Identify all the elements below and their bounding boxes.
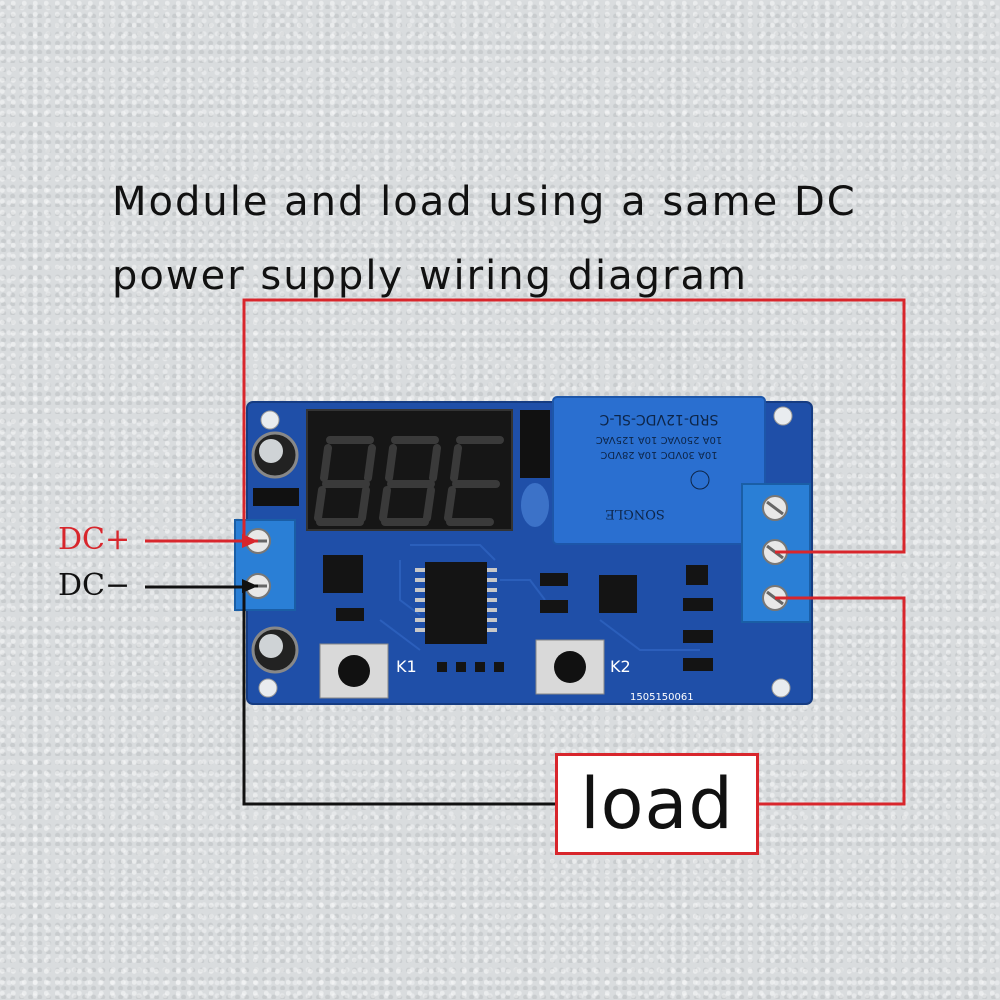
optocoupler-chip: [599, 575, 637, 613]
serial-number: 1505150061: [630, 692, 694, 703]
capacitor: [251, 431, 299, 479]
ceramic-capacitor: [521, 483, 549, 527]
ic-chip: [415, 562, 497, 644]
relay-brand-text: SONGLE: [605, 506, 664, 521]
button-k2-label: K2: [610, 657, 631, 676]
arrow-icon: [242, 534, 258, 548]
relay-rating-text: 10A 250VAC 10A 125VAC: [596, 434, 723, 445]
title-line-1: Module and load using a same DC: [112, 179, 857, 225]
mount-hole: [258, 678, 278, 698]
wires: [145, 298, 906, 806]
diode: [253, 488, 299, 506]
wire-relay-no-to-load: [759, 596, 906, 806]
dc-plus-label: DC+: [58, 522, 131, 557]
mount-hole: [771, 678, 791, 698]
cert-mark-icon: [690, 470, 710, 490]
relay-module-board: SRD-12VDC-SL-C 10A 250VAC 10A 125VAC 10A…: [234, 396, 813, 705]
arrow-icon: [242, 579, 258, 593]
relay-rating-text: 10A 30VDC 10A 28VDC: [600, 449, 717, 460]
transistor: [520, 410, 550, 478]
load-box: load: [555, 753, 759, 855]
capacitor: [251, 626, 299, 674]
pcb-traces: [379, 544, 700, 651]
title-line-2: power supply wiring diagram: [112, 253, 748, 299]
dc-minus-label: DC−: [58, 568, 131, 603]
relay: SRD-12VDC-SL-C 10A 250VAC 10A 125VAC 10A…: [552, 396, 766, 545]
relay-model-text: SRD-12VDC-SL-C: [599, 411, 718, 427]
seven-segment-display: [306, 409, 513, 531]
diagram-title: Module and load using a same DC power su…: [112, 165, 942, 313]
load-label: load: [580, 763, 734, 845]
mount-hole: [773, 406, 793, 426]
smd-components: [336, 565, 713, 671]
jumper-pads: [437, 662, 504, 672]
button-k2: [535, 639, 605, 695]
mount-hole: [260, 410, 280, 430]
button-k1-label: K1: [396, 657, 417, 676]
regulator-chip: [323, 555, 363, 593]
button-k1: [319, 643, 389, 699]
